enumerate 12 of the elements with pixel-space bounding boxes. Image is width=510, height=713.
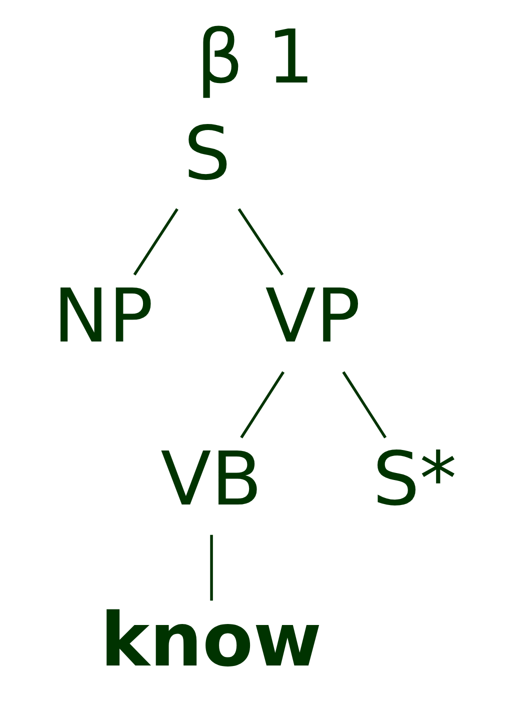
node-text: S* — [372, 436, 456, 523]
node-text: NP — [52, 274, 153, 360]
connector — [210, 534, 212, 601]
node-text: S — [183, 110, 230, 197]
node-text: know — [100, 598, 322, 684]
connector — [342, 371, 386, 438]
connector — [237, 208, 284, 276]
connector — [132, 208, 178, 276]
connector — [240, 371, 284, 438]
diagram-title: β 1 — [196, 14, 314, 100]
node-text: VB — [160, 436, 262, 523]
node-text: VP — [264, 274, 360, 360]
